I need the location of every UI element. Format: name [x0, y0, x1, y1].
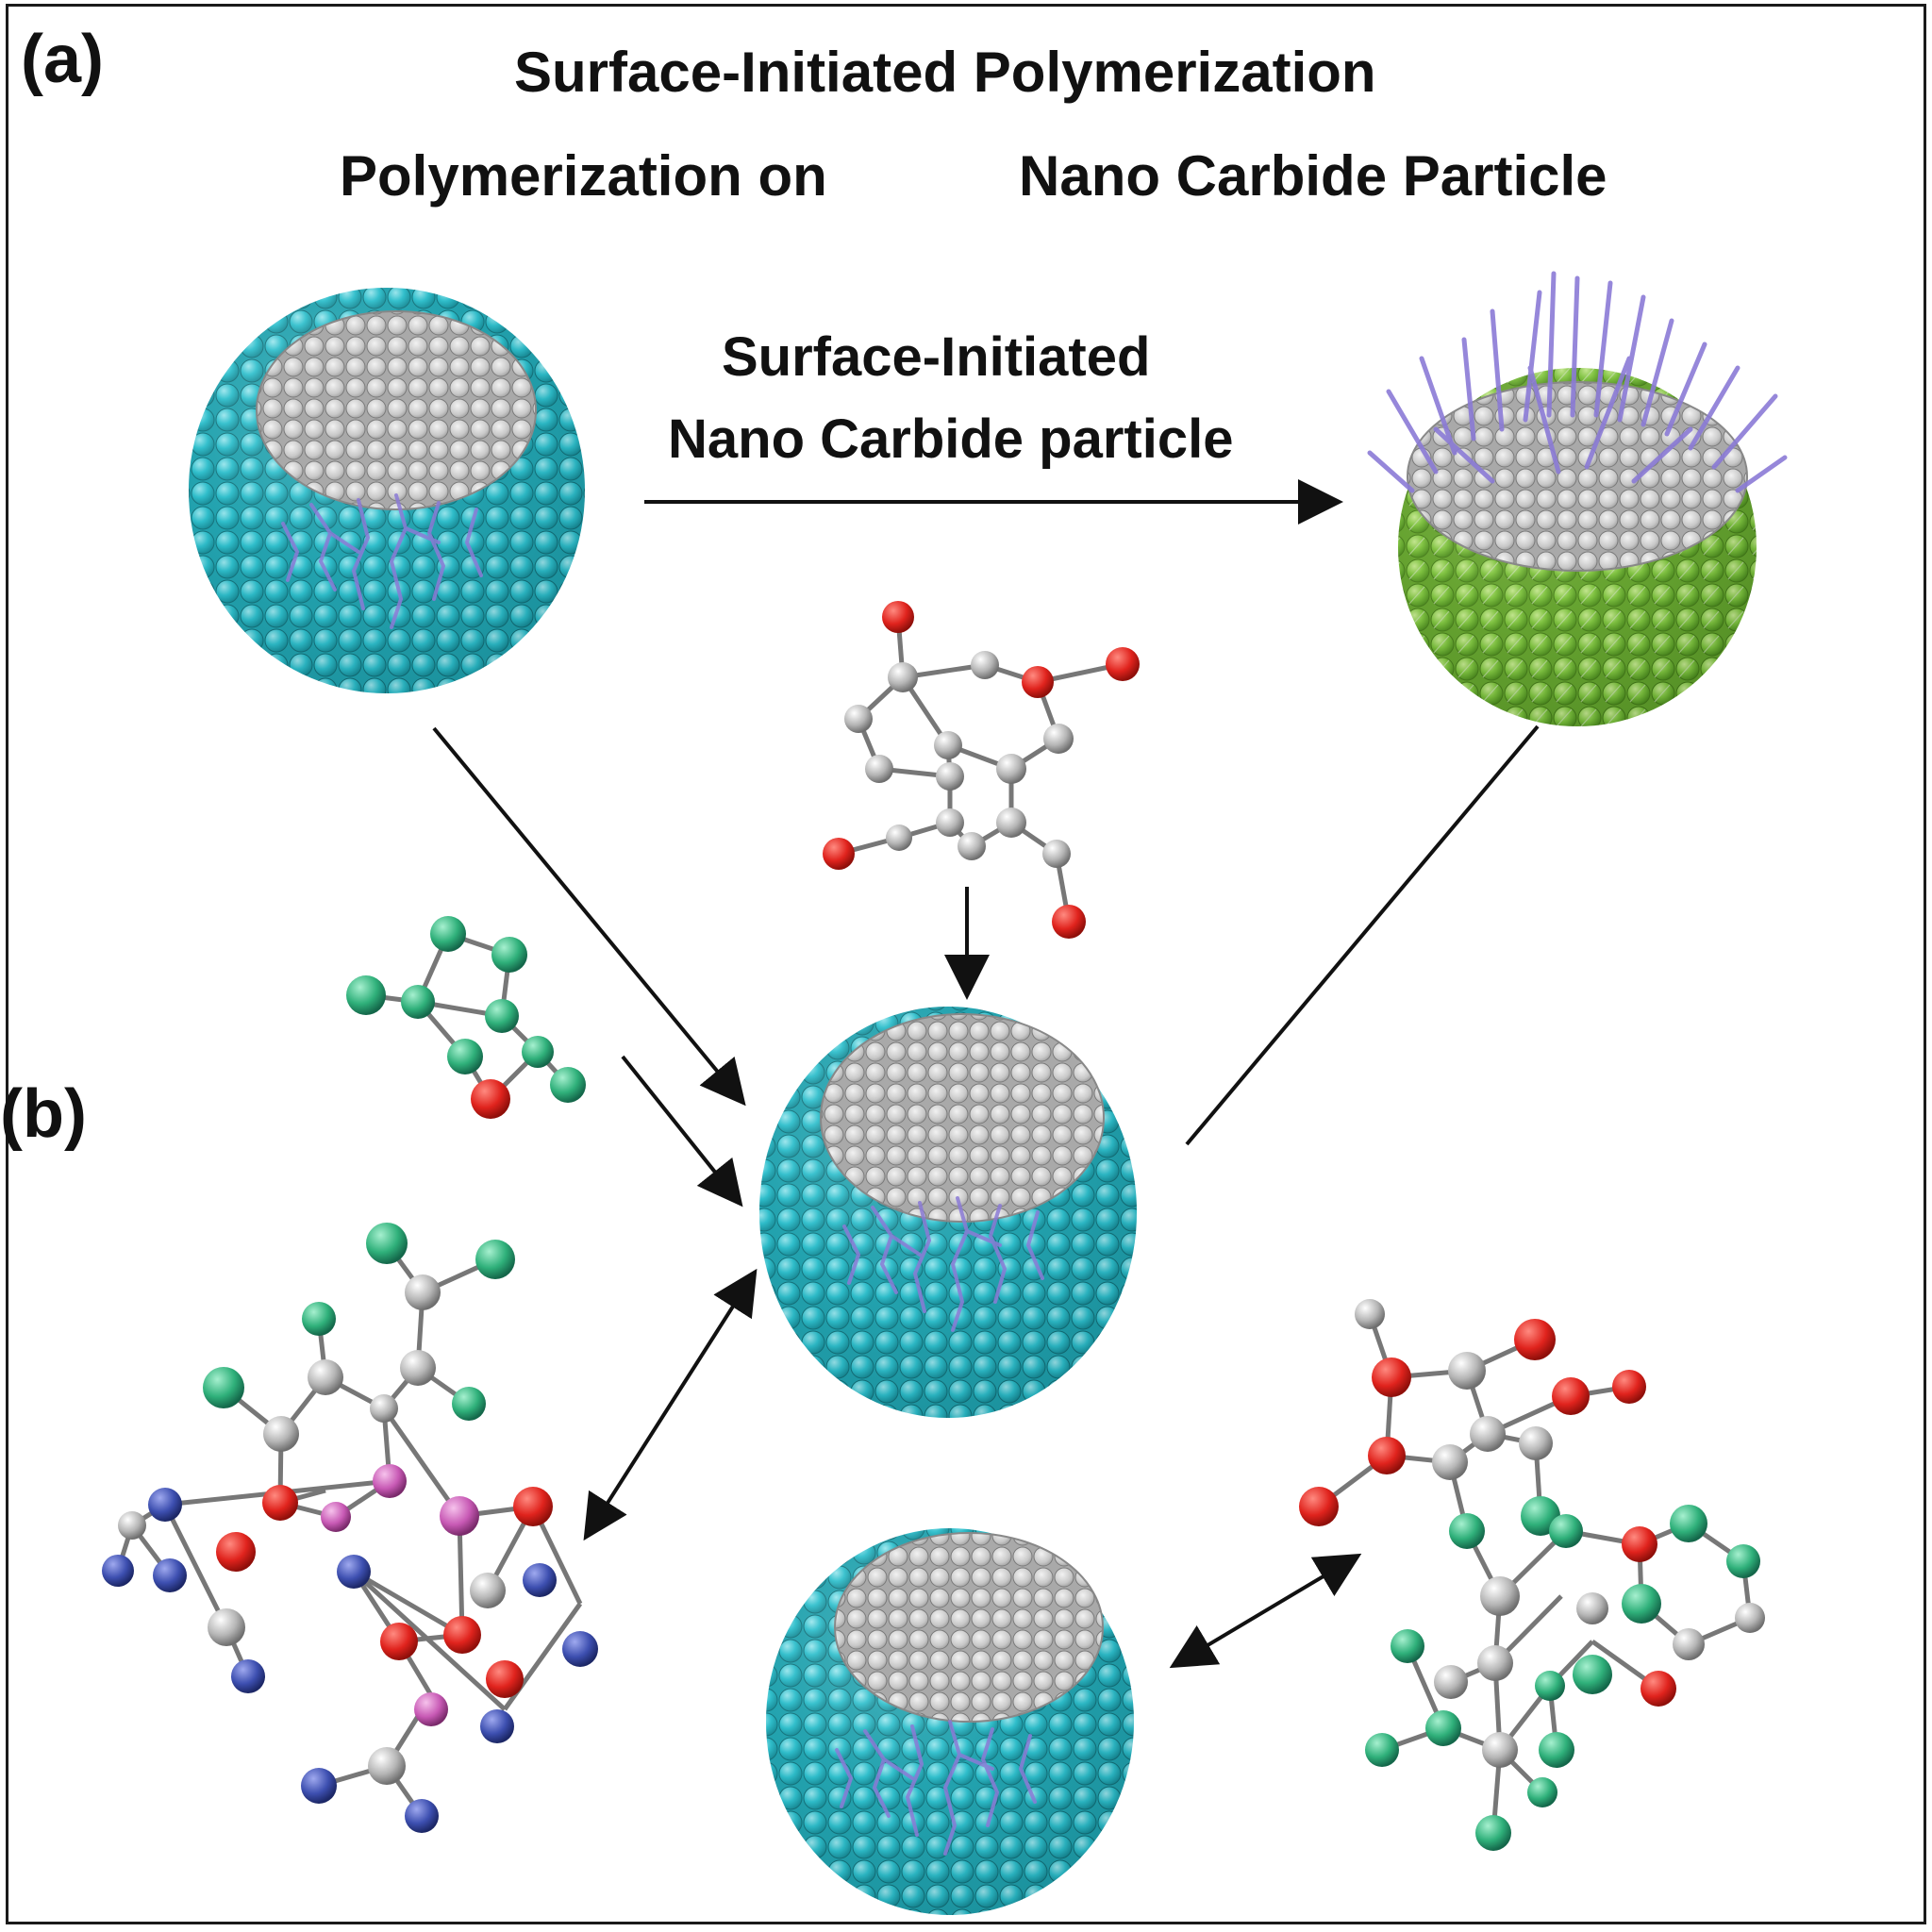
large-right-molecule — [1299, 1299, 1765, 1851]
central-particle — [759, 1007, 1137, 1418]
reaction-label-line-1: Surface-Initiated — [722, 326, 1151, 388]
grafted-particle — [1367, 271, 1788, 726]
double-arrow-left — [583, 1268, 758, 1541]
panel-label-b: (b) — [0, 1076, 87, 1152]
title-line-1: Surface-Initiated Polymerization — [514, 41, 1376, 104]
double-arrow-right — [1169, 1553, 1362, 1669]
reaction-label-line-2: Nano Carbide particle — [668, 408, 1234, 470]
line-grafted-to-center — [1185, 724, 1540, 1146]
lower-particle — [766, 1528, 1134, 1915]
arrow-green-molecule-to-center — [621, 1055, 743, 1208]
figure-frame — [6, 4, 1926, 1924]
top-anhydride-molecule — [823, 601, 1140, 939]
arrow-initial-to-center — [432, 726, 746, 1107]
large-left-molecule — [102, 1223, 598, 1833]
initial-particle — [189, 288, 585, 693]
title-line-2-right: Nano Carbide Particle — [1019, 144, 1607, 208]
title-line-2-left: Polymerization on — [340, 144, 827, 208]
small-green-molecule — [346, 916, 586, 1119]
panel-label-a: (a) — [21, 22, 104, 97]
